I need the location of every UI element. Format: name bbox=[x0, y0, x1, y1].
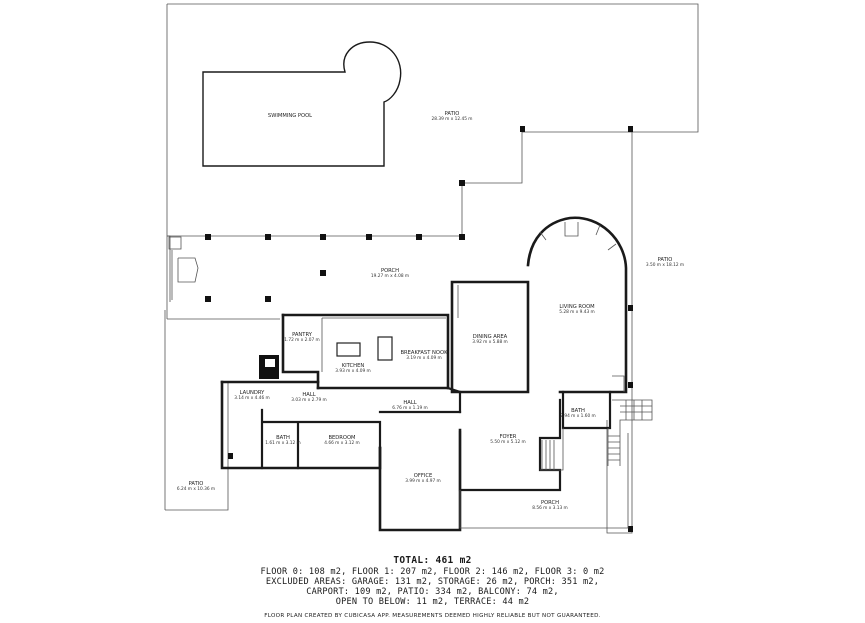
excluded-areas-line-2: CARPORT: 109 m2, PATIO: 334 m2, BALCONY:… bbox=[306, 587, 559, 597]
breakfast-nook-dim: 3.19 m x 4.09 m bbox=[406, 355, 442, 361]
kitchen-island bbox=[321, 317, 446, 372]
excluded-areas-line-3: OPEN TO BELOW: 11 m2, TERRACE: 44 m2 bbox=[335, 597, 530, 607]
bedroom-label: BEDROOM bbox=[328, 435, 355, 441]
pantry-label: PANTRY bbox=[292, 332, 313, 338]
bath-right-dim: 2.94 m x 1.60 m bbox=[560, 413, 596, 419]
house-walls bbox=[220, 216, 628, 532]
porch-columns bbox=[205, 126, 633, 532]
hall-left-dim: 3.03 m x 2.79 m bbox=[291, 397, 327, 403]
laundry-label: LAUNDRY bbox=[240, 390, 266, 396]
porch-top-label: PORCH bbox=[381, 268, 399, 274]
pantry-dim: 1.72 m x 2.07 m bbox=[284, 337, 320, 343]
foyer-label: FOYER bbox=[500, 434, 517, 440]
patio-right-label: PATIO bbox=[658, 257, 673, 263]
patio-main-label: PATIO bbox=[445, 111, 460, 117]
office-dim: 3.99 m x 4.97 m bbox=[405, 478, 441, 484]
stairs bbox=[541, 399, 653, 470]
hall-mid-dim: 6.76 m x 1.19 m bbox=[392, 405, 428, 411]
floor-areas-line: FLOOR 0: 108 m2, FLOOR 1: 207 m2, FLOOR … bbox=[260, 567, 605, 577]
hall-left-label: HALL bbox=[302, 392, 315, 398]
foyer-dim: 5.50 m x 5.12 m bbox=[490, 439, 526, 445]
porch-bottom-dim: 8.56 m x 3.13 m bbox=[532, 505, 568, 511]
disclaimer: FLOOR PLAN CREATED BY CUBICASA APP. MEAS… bbox=[264, 613, 601, 619]
patio-edges bbox=[167, 131, 632, 302]
bath-left-dim: 1.61 m x 3.12 m bbox=[265, 440, 301, 446]
outdoor-kitchen bbox=[168, 236, 199, 300]
porch-top-dim: 19.27 m x 4.08 m bbox=[371, 273, 409, 279]
bay-windows bbox=[539, 222, 625, 392]
office-label: OFFICE bbox=[414, 473, 432, 479]
patio-right-dim: 3.50 m x 18.12 m bbox=[646, 262, 684, 268]
total-area: TOTAL: 461 m2 bbox=[393, 555, 472, 566]
porch-bottom bbox=[459, 428, 629, 529]
swimming-pool bbox=[202, 41, 402, 167]
hall-mid-label: HALL bbox=[403, 400, 416, 406]
swimming-pool-label: SWIMMING POOL bbox=[268, 113, 312, 119]
excluded-areas-line: EXCLUDED AREAS: GARAGE: 131 m2, STORAGE:… bbox=[265, 577, 600, 587]
patio-main-dim: 28.39 m x 12.45 m bbox=[432, 116, 473, 122]
bath-left-label: BATH bbox=[276, 435, 290, 441]
patio-left-dim: 6.24 m x 10.36 m bbox=[177, 486, 215, 492]
bath-right-label: BATH bbox=[571, 408, 585, 414]
porch-bottom-label: PORCH bbox=[541, 500, 559, 506]
breakfast-nook-label: BREAKFAST NOOK bbox=[400, 350, 448, 356]
kitchen-dim: 3.93 m x 4.09 m bbox=[335, 368, 371, 374]
floor-plan: SWIMMING POOL PATIO 28.39 m x 12.45 m PA… bbox=[164, 3, 699, 534]
kitchen-label: KITCHEN bbox=[342, 363, 365, 369]
dining-area-label: DINING AREA bbox=[473, 334, 508, 340]
bedroom-dim: 4.66 m x 3.12 m bbox=[324, 440, 360, 446]
patio-left-label: PATIO bbox=[189, 481, 204, 487]
living-room-label: LIVING ROOM bbox=[559, 304, 594, 310]
room-labels: SWIMMING POOL PATIO 28.39 m x 12.45 m PA… bbox=[177, 111, 684, 511]
living-room-dim: 5.28 m x 9.43 m bbox=[559, 309, 595, 315]
laundry-dim: 3.14 m x 4.46 m bbox=[234, 395, 270, 401]
dining-area-dim: 3.92 m x 5.88 m bbox=[472, 339, 508, 345]
